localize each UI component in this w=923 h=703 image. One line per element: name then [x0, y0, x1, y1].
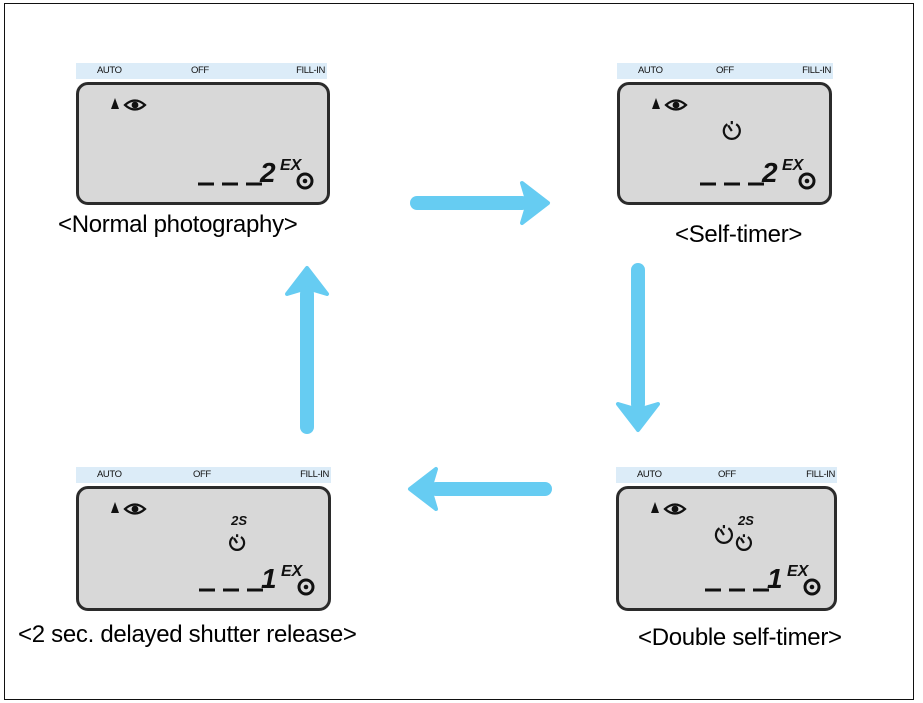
arrow-double-to-delayed [408, 467, 552, 511]
mode-label-fill-in: FILL-IN [806, 469, 835, 480]
flash-mode-bar: AUTO OFF FILL-IN [76, 467, 331, 483]
arrow-self-timer-to-double [616, 263, 660, 432]
eye-icon [123, 99, 147, 111]
mode-label-fill-in: FILL-IN [802, 65, 831, 76]
panel-caption: <Double self-timer> [638, 624, 842, 651]
frame-counter-unit: EX [787, 563, 810, 580]
self-timer-icon [714, 525, 733, 544]
panel-caption: <Self-timer> [675, 221, 803, 248]
arrow-delayed-to-normal [285, 266, 329, 434]
mode-label-auto: AUTO [637, 469, 662, 480]
film-cartridge-icon [803, 578, 821, 596]
flash-mode-bar: AUTO OFF FILL-IN [76, 63, 327, 79]
mode-label-auto: AUTO [97, 65, 122, 76]
mode-label-fill-in: FILL-IN [300, 469, 329, 480]
flash-mode-bar: AUTO OFF FILL-IN [617, 63, 833, 79]
frame-counter-digit: 2 [761, 157, 778, 188]
flash-triangle-icon [652, 98, 660, 109]
delay-seconds-label: 2S [737, 513, 754, 528]
eye-icon [664, 99, 688, 111]
mode-label-off: OFF [191, 65, 209, 76]
mode-label-auto: AUTO [97, 469, 122, 480]
frame-counter-digit: 2 [259, 157, 276, 188]
frame-counter-digit: 1 [767, 563, 783, 594]
flash-triangle-icon [651, 502, 659, 513]
second-timer-icon [229, 534, 246, 551]
flash-triangle-icon [111, 502, 119, 513]
mode-label-fill-in: FILL-IN [296, 65, 325, 76]
frame-counter-unit: EX [280, 157, 303, 174]
mode-label-auto: AUTO [638, 65, 663, 76]
frame-counter-digit: 1 [261, 563, 277, 594]
mode-label-off: OFF [718, 469, 736, 480]
panel-caption: <Normal photography> [58, 211, 298, 238]
mode-label-off: OFF [716, 65, 734, 76]
delay-seconds-label: 2S [230, 513, 247, 528]
frame-counter-unit: EX [281, 563, 304, 580]
mode-label-off: OFF [193, 469, 211, 480]
panel-caption: <2 sec. delayed shutter release> [18, 621, 357, 648]
film-cartridge-icon [297, 578, 315, 596]
flash-triangle-icon [111, 98, 119, 109]
self-timer-icon [722, 121, 741, 140]
second-timer-icon [735, 534, 752, 551]
film-cartridge-icon [296, 172, 314, 190]
film-cartridge-icon [798, 172, 816, 190]
diagram-border [4, 3, 914, 700]
flash-mode-bar: AUTO OFF FILL-IN [616, 467, 837, 483]
eye-icon [663, 503, 687, 515]
eye-icon [123, 503, 147, 515]
arrow-normal-to-self-timer [410, 181, 550, 225]
frame-counter-unit: EX [782, 157, 805, 174]
